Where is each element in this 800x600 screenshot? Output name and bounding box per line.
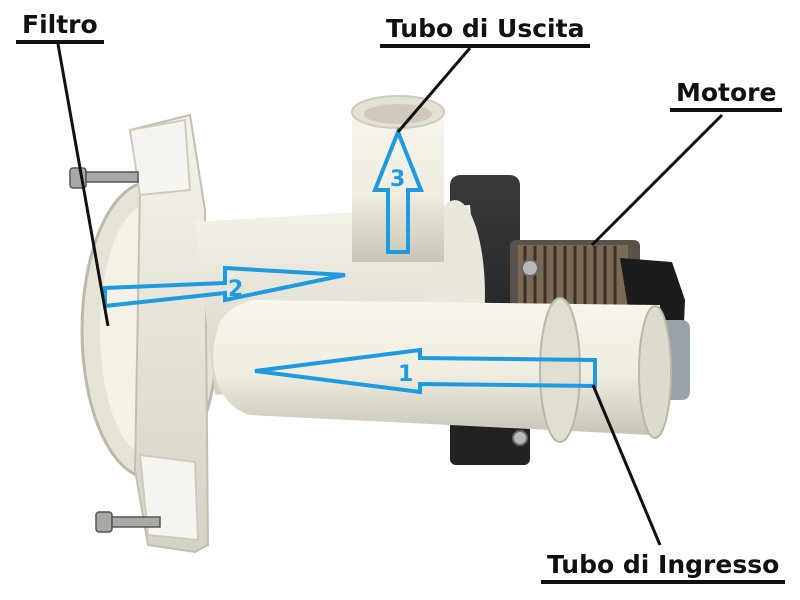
label-motor: Motore — [670, 78, 783, 112]
leader-line-filter — [56, 43, 110, 327]
label-motor-underline — [670, 108, 783, 112]
label-inlet-pipe-underline — [541, 580, 786, 584]
flow-number-1: 1 — [398, 362, 413, 387]
leader-line-outlet — [396, 47, 472, 133]
flow-arrow-2 — [103, 265, 346, 309]
leader-line-inlet — [591, 384, 662, 546]
label-outlet-pipe-underline — [380, 44, 591, 48]
flow-number-2: 2 — [228, 277, 243, 302]
label-filter: Filtro — [16, 10, 104, 44]
label-filter-text: Filtro — [22, 10, 98, 39]
label-motor-text: Motore — [676, 78, 777, 107]
leader-lines — [56, 43, 724, 546]
label-outlet-pipe: Tubo di Uscita — [380, 14, 591, 48]
flow-arrows — [103, 126, 597, 395]
label-outlet-pipe-text: Tubo di Uscita — [386, 14, 585, 43]
label-filter-underline — [16, 40, 104, 44]
flow-number-3: 3 — [390, 167, 405, 192]
flow-arrow-3 — [372, 126, 424, 254]
filter-housing — [69, 113, 220, 554]
label-inlet-pipe-text: Tubo di Ingresso — [547, 550, 780, 579]
leader-line-motor — [590, 113, 724, 247]
label-inlet-pipe: Tubo di Ingresso — [541, 550, 786, 584]
flow-arrow-1 — [254, 347, 597, 395]
inlet-pipe — [213, 297, 672, 443]
